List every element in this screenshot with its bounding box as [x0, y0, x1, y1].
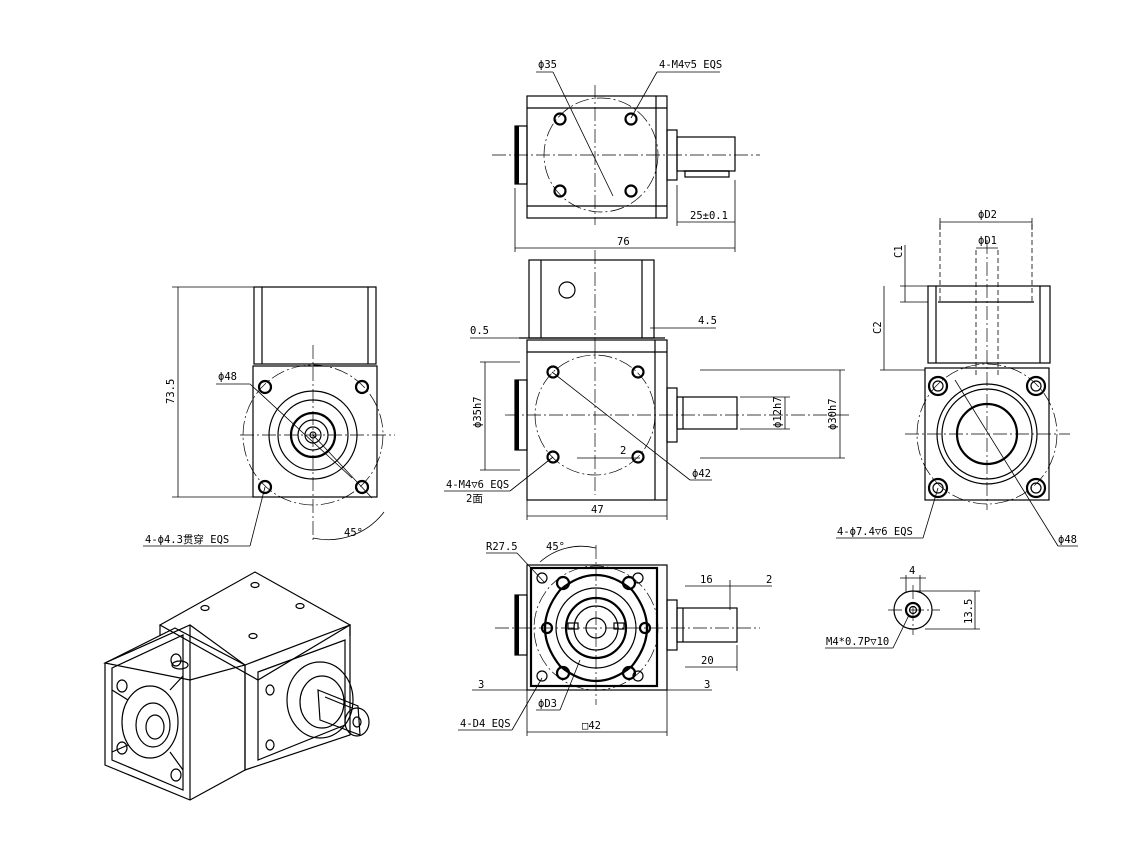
right-view-motor-flange: [927, 285, 1051, 364]
front-05-label: 0.5: [470, 325, 489, 337]
top-76-label: 76: [617, 236, 630, 248]
front-view-shaft: [676, 396, 738, 430]
iso-output-flange: [286, 661, 354, 739]
bottom-R275-label: R27.5: [486, 541, 518, 553]
right-holes-label: 4-ϕ7.4▽6 EQS: [837, 526, 913, 538]
top-view: [492, 71, 760, 252]
front-2faces-label: 2面: [466, 493, 483, 505]
right-D1-label: ϕD1: [978, 235, 997, 247]
right-phi48-label: ϕ48: [1058, 534, 1077, 546]
front-35h7-label: ϕ35h7: [472, 396, 484, 428]
bottom-3-right-label: 3: [704, 679, 710, 691]
bottom-sq42-label: □42: [582, 720, 601, 732]
bottom-view-shaft: [676, 607, 738, 643]
left-735-label: 73.5: [165, 379, 177, 404]
bottom-16-label: 16: [700, 574, 713, 586]
iso-housing-output-side: [244, 624, 351, 771]
left-phi48-label: ϕ48: [218, 371, 237, 383]
top-view-body: [526, 95, 668, 219]
front-47-label: 47: [591, 504, 604, 516]
top-phi35-label: ϕ35: [538, 59, 557, 71]
bottom-45deg-label: 45°: [546, 541, 565, 553]
right-pitch-circle: [916, 363, 1058, 505]
isometric-view: [103, 571, 370, 801]
front-phi42-label: ϕ42: [692, 468, 711, 480]
detail-tap-label: M4*0.7P▽10: [826, 636, 889, 648]
bottom-3-left-label: 3: [478, 679, 484, 691]
front-view-motor-flange: [528, 259, 655, 339]
left-view-motor-flange: [253, 286, 377, 365]
iso-housing-input-face: [104, 624, 246, 801]
right-C2-label: C2: [872, 321, 884, 334]
shaft-end-detail: [825, 575, 980, 649]
iso-top-hole: [171, 660, 189, 670]
right-view: [836, 218, 1078, 547]
front-12h7-label: ϕ12h7: [772, 396, 784, 428]
bottom-D4-label: 4-D4 EQS: [460, 718, 511, 730]
bottom-2-label: 2: [766, 574, 772, 586]
left-view: [143, 286, 395, 547]
front-view: [444, 250, 850, 520]
front-view-body: [526, 339, 668, 501]
front-45-label: 4.5: [698, 315, 717, 327]
front-30h7-label: ϕ30h7: [827, 398, 839, 430]
left-45deg-label: 45°: [344, 527, 363, 539]
left-view-body: [252, 365, 378, 498]
bottom-flange-outline: [543, 573, 649, 683]
bottom-view: [458, 545, 772, 736]
top-view-shaft: [676, 136, 736, 172]
top-taps-label: 4-M4▽5 EQS: [659, 59, 722, 71]
detail-135-label: 13.5: [963, 599, 975, 624]
front-2-label: 2: [620, 445, 626, 457]
front-view-access-hole: [558, 281, 576, 299]
bottom-D3-label: ϕD3: [538, 698, 557, 710]
right-D2-label: ϕD2: [978, 209, 997, 221]
bottom-20-label: 20: [701, 655, 714, 667]
right-C1-label: C1: [893, 245, 905, 258]
detail-4-label: 4: [909, 565, 915, 577]
left-holes-label: 4-ϕ4.3贯穿 EQS: [145, 533, 229, 546]
front-taps-label: 4-M4▽6 EQS: [446, 479, 509, 491]
top-25-label: 25±0.1: [690, 210, 728, 222]
